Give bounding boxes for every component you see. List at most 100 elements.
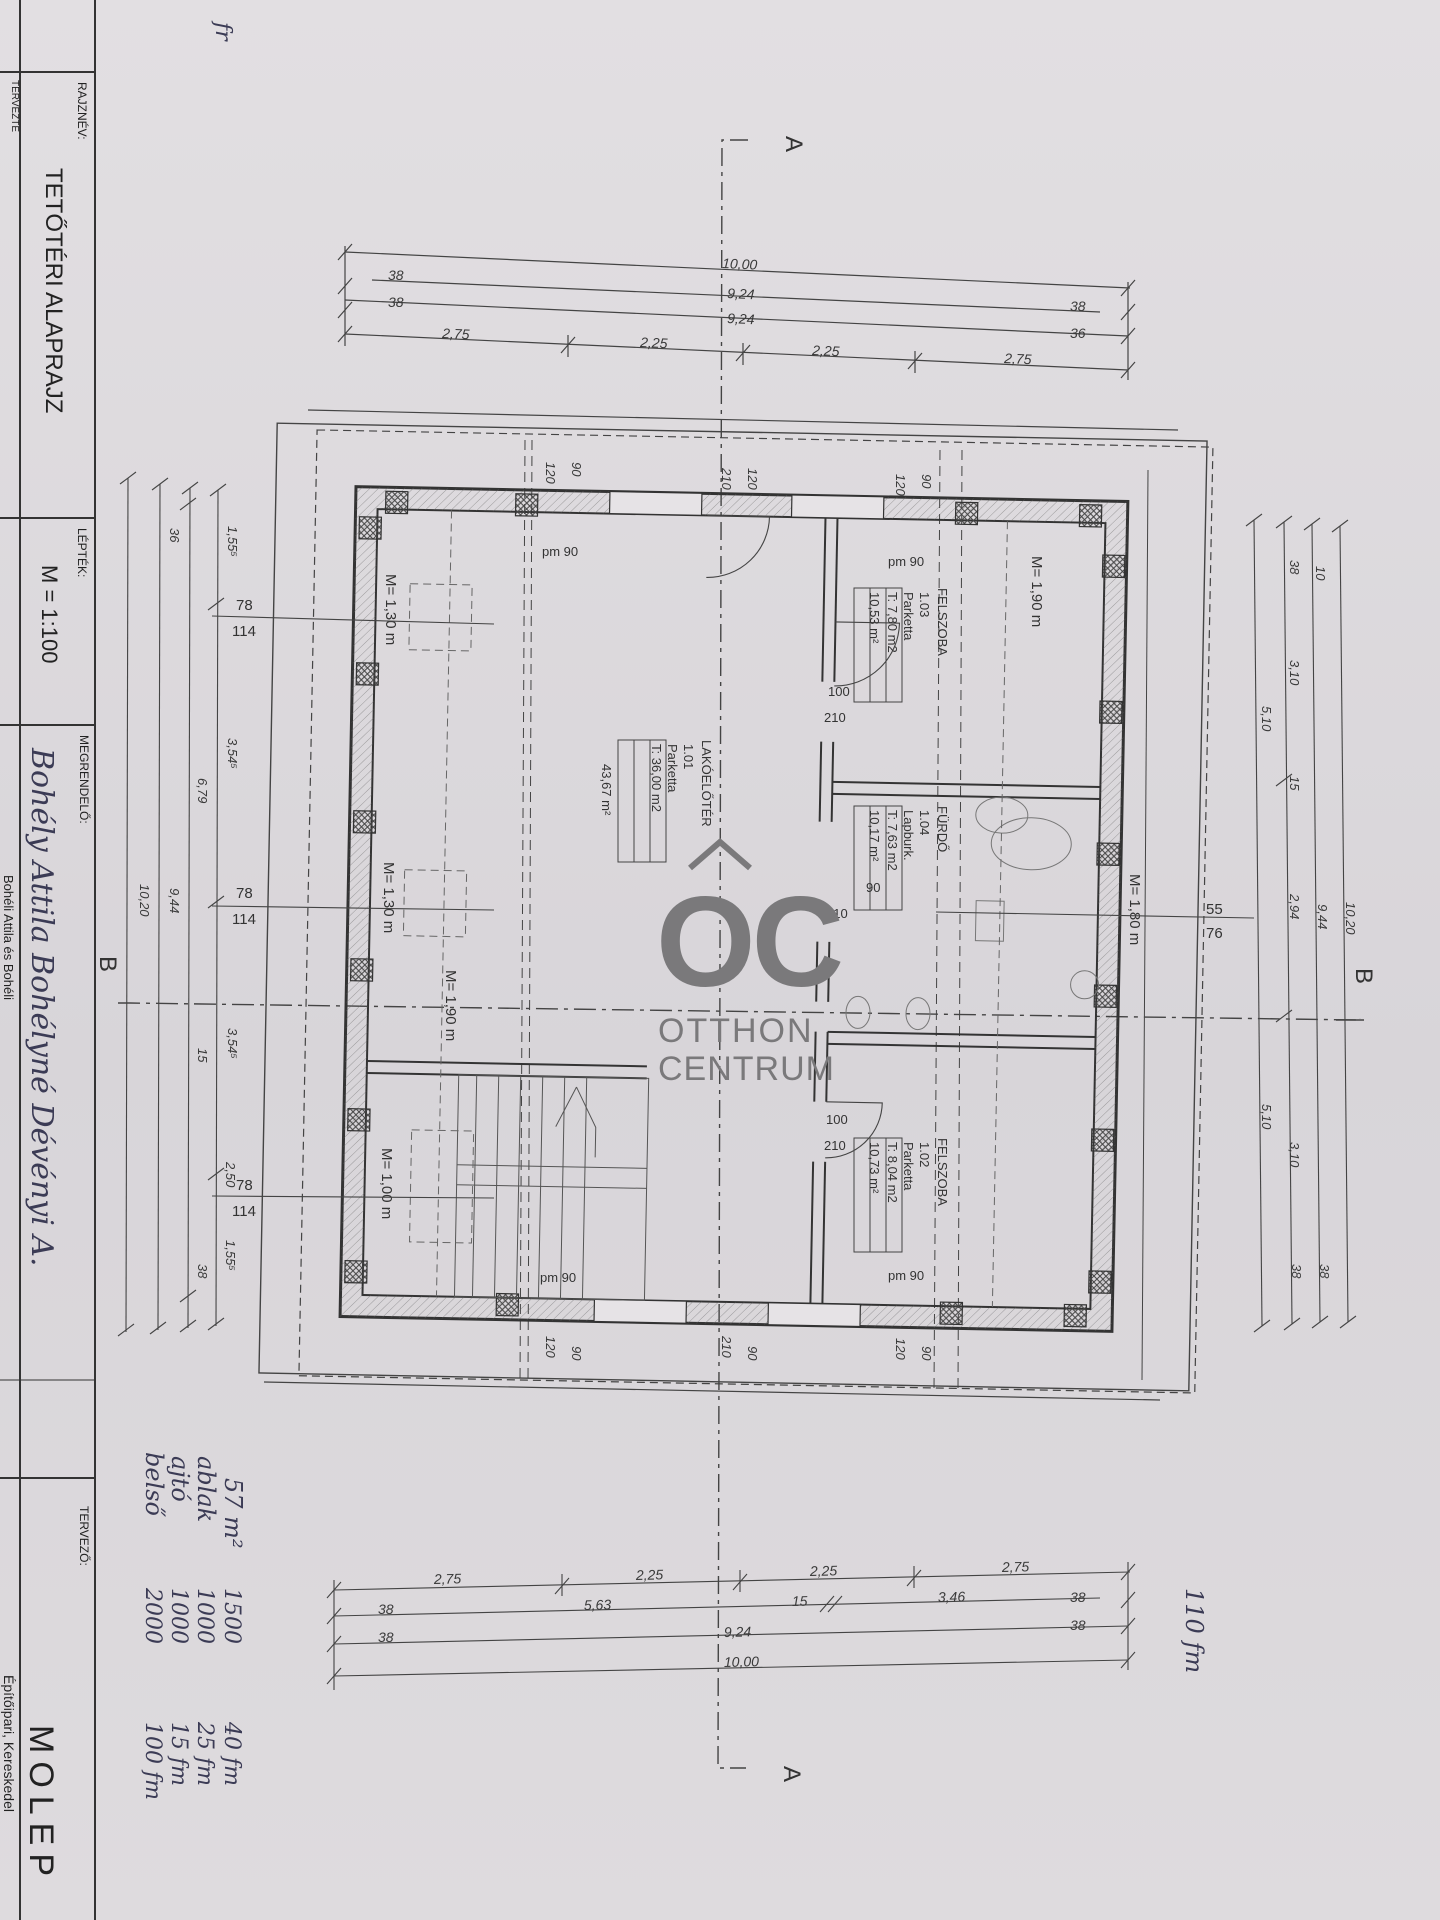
dim-left-a-2: 78	[236, 885, 253, 902]
dim-top-wall-2: 38	[388, 294, 404, 310]
dim-right-10: 3,10	[1287, 1142, 1302, 1168]
hand-cost-2: 1000	[192, 1588, 217, 1644]
room-1-02-floor: Parketta	[901, 1142, 916, 1191]
opening-tag-10: 90	[745, 1346, 760, 1361]
room-1-03: FELSZOBA 1.03 Parketta T: 7,80 m2 10,53 …	[853, 587, 950, 703]
opening-tag-12: 90	[919, 1346, 934, 1361]
dim-bottom-wall-3: 38	[1070, 1589, 1086, 1605]
dim-left-b-3: 114	[232, 1203, 256, 1220]
room-1-01-number: 1.01	[681, 744, 696, 769]
client-typed: Bohéli Attila és Bohéli	[1, 875, 16, 1000]
dim-right-6: 2,94	[1287, 893, 1302, 919]
section-mark-b-right: B	[1350, 968, 1377, 984]
dim-right-8: 10,20	[1343, 902, 1358, 935]
dim-bottom-overall: 10,00	[724, 1653, 760, 1670]
dim-left-3: 3,54⁵	[225, 1028, 240, 1059]
hand-amount-1: 40 fm	[219, 1721, 244, 1786]
dim-top-wall-4: 36	[1070, 325, 1086, 341]
height-labels: M= 1,30 m M= 1,30 m M= 1,90 m M= 1,00 m …	[378, 556, 1143, 1219]
dim-left-a-3: 78	[236, 1177, 253, 1194]
dim-bottom-wall-4: 38	[1070, 1617, 1086, 1633]
hand-note-1: 57 m²	[219, 1478, 247, 1549]
opening-tag-7: 120	[543, 1336, 558, 1358]
hand-cost-4: 2000	[140, 1587, 165, 1644]
room-1-03-floor-area: T: 7,80 m2	[885, 592, 900, 653]
room-1-04-number: 1.04	[917, 810, 932, 835]
opening-tag-3: 210	[719, 467, 734, 490]
watermark-logo: OC	[656, 871, 841, 1014]
dim-right-b: 76	[1206, 925, 1223, 942]
door-tag-6: 210	[826, 906, 848, 921]
height-6: M= 1,80 m	[1126, 874, 1143, 945]
opening-tag-1: 120	[543, 462, 558, 484]
height-2: M= 1,30 m	[380, 862, 397, 933]
drawing-name-label: RAJZNÉV:	[75, 82, 90, 140]
dim-bottom-seg-1: 2,75	[433, 1570, 462, 1587]
bottom-dimensions	[326, 1562, 1136, 1690]
dim-left-b-1: 114	[232, 623, 256, 640]
dim-right-9: 5,10	[1259, 1104, 1274, 1130]
door-tags: 100 210 100 210 90 210	[824, 684, 880, 1153]
hand-amount-3: 15 fm	[166, 1722, 191, 1786]
opening-tag-6: 90	[919, 474, 934, 489]
dim-top-inner-1: 9,24	[727, 285, 755, 302]
window-tag-4: pm 90	[888, 1268, 924, 1283]
watermark-line-1: OTTHON	[658, 1012, 814, 1050]
dim-right-a: 55	[1206, 901, 1223, 918]
window-tag-2: pm 90	[888, 554, 924, 569]
hand-amount-4: 100 fm	[140, 1722, 165, 1800]
dim-bottom-seg-3: 2,25	[809, 1562, 838, 1579]
title-block: RAJZNÉV: TETŐTÉRI ALAPRAJZ LÉPTÉK: M = 1…	[0, 0, 96, 1920]
opening-tag-9: 210	[719, 1335, 734, 1358]
door-tag-1: 100	[828, 684, 850, 699]
dim-left-6: 6,79	[195, 778, 210, 803]
dim-top-overall: 10,00	[722, 255, 758, 273]
drawing-name: TETŐTÉRI ALAPRAJZ	[40, 168, 67, 413]
watermark-line-2: CENTRUM	[658, 1050, 835, 1088]
dim-bottom-wall-1: 38	[378, 1601, 394, 1617]
dim-left-8: 10,20	[137, 884, 152, 917]
dim-left-4: 2,50	[223, 1161, 238, 1188]
dim-left-a-1: 78	[236, 597, 253, 614]
dim-bottom-seg-2: 2,25	[635, 1566, 664, 1583]
dim-top-inner-2: 9,24	[727, 310, 755, 327]
hand-note-2: ablak	[192, 1456, 220, 1522]
roof-outline	[258, 409, 1214, 1401]
dim-left-7: 9,44	[167, 888, 182, 913]
room-1-02-number: 1.02	[917, 1142, 932, 1167]
dim-left-11: 15	[195, 1048, 210, 1063]
window-tag-1: pm 90	[542, 544, 578, 559]
dim-bottom-mid-1: 5,63	[584, 1596, 612, 1613]
room-1-03-name: FELSZOBA	[935, 588, 950, 656]
dim-bottom-mid-3: 3,46	[938, 1588, 966, 1605]
designer-sub: Építőipari, Kereskedel	[1, 1675, 17, 1812]
dim-left-9: 36	[167, 528, 182, 543]
hand-right-note: 110 fm	[1180, 1588, 1208, 1673]
room-1-04: FÜRDŐ 1.04 Lapburk. T: 7,63 m2 10,17 m²	[853, 805, 950, 911]
client-handwriting: Bohély Attila Bohélyné Dévényi A.	[24, 747, 59, 1267]
dim-top-seg-1: 2,75	[441, 325, 470, 342]
opening-tag-5: 120	[893, 474, 908, 496]
hand-corner: fr	[210, 20, 235, 42]
left-dimension-labels: 1,55⁵ 3,54⁵ 3,54⁵ 2,50 1,55⁵ 6,79 9,44 1…	[137, 526, 256, 1279]
top-dimension-labels: 10,00 9,24 9,24 38 38 38 36 2,75 2,25 2,…	[388, 255, 1086, 367]
room-1-04-floor: Lapburk.	[901, 810, 916, 861]
dim-right-3: 3,10	[1287, 660, 1302, 686]
dim-left-1: 1,55⁵	[225, 526, 240, 557]
opening-tag-11: 120	[893, 1338, 908, 1360]
door-tag-3: 100	[826, 1112, 848, 1127]
window-tags: pm 90 pm 90 pm 90 pm 90	[540, 544, 924, 1285]
client-label: MEGRENDELŐ:	[77, 735, 92, 824]
dim-bottom-inner: 9,24	[724, 1623, 752, 1640]
dim-right-12: 38	[1317, 1264, 1332, 1279]
dim-top-seg-4: 2,75	[1003, 350, 1032, 367]
height-1: M= 1,30 m	[382, 574, 399, 645]
dim-bottom-seg-4: 2,75	[1001, 1558, 1030, 1575]
room-1-01-area: 43,67 m²	[599, 764, 614, 816]
room-1-03-floor: Parketta	[901, 592, 916, 641]
scale-value: M = 1:100	[37, 565, 62, 663]
handwritten-notes: 57 m² ablak ajtó belső 1500 1000 1000 20…	[140, 20, 1208, 1800]
dim-left-10: 38	[195, 1264, 210, 1279]
dim-right-11: 38	[1289, 1264, 1304, 1279]
